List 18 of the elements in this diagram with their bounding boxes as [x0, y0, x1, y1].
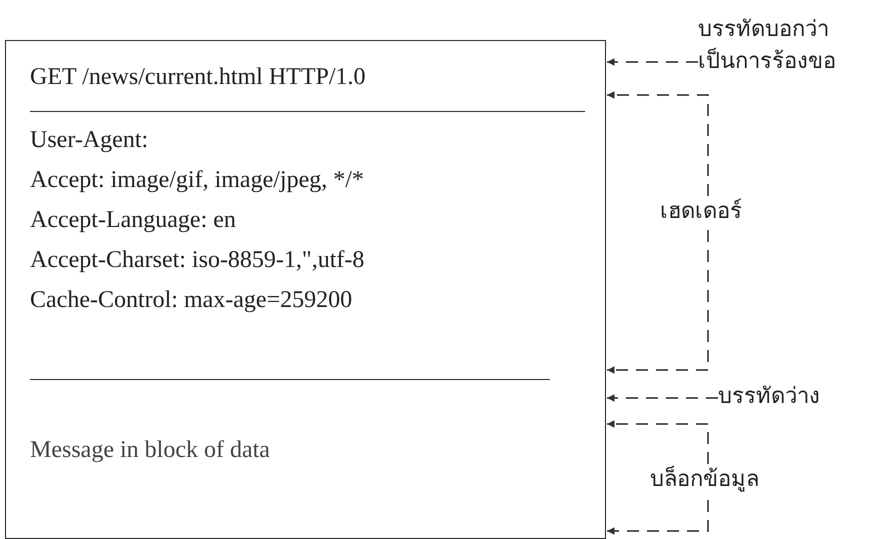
request-line: GET /news/current.html HTTP/1.0	[30, 63, 366, 92]
callout-label: บรรทัดว่าง	[718, 383, 821, 411]
header-field: User-Agent:	[30, 120, 148, 160]
header-field: Accept-Charset: iso-8859-1,",utf-8	[30, 240, 364, 280]
callout-label: เฮดเดอร์	[660, 198, 743, 226]
message-box	[5, 40, 606, 539]
header-field: Accept-Language: en	[30, 200, 236, 240]
dashed-arrow	[607, 58, 698, 66]
dashed-arrow	[607, 230, 709, 374]
dashed-arrow	[607, 91, 709, 196]
header-field: Cache-Control: max-age=259200	[30, 280, 352, 320]
dashed-arrow	[607, 394, 718, 402]
dashed-arrow	[607, 500, 709, 535]
callout-label: บล็อกข้อมูล	[650, 464, 760, 494]
header-field: Accept: image/gif, image/jpeg, */*	[30, 160, 364, 200]
callout-label: บรรทัดบอกว่าเป็นการร้องขอ	[698, 16, 837, 76]
dashed-arrow	[607, 420, 709, 464]
body-text: Message in block of data	[30, 436, 270, 465]
